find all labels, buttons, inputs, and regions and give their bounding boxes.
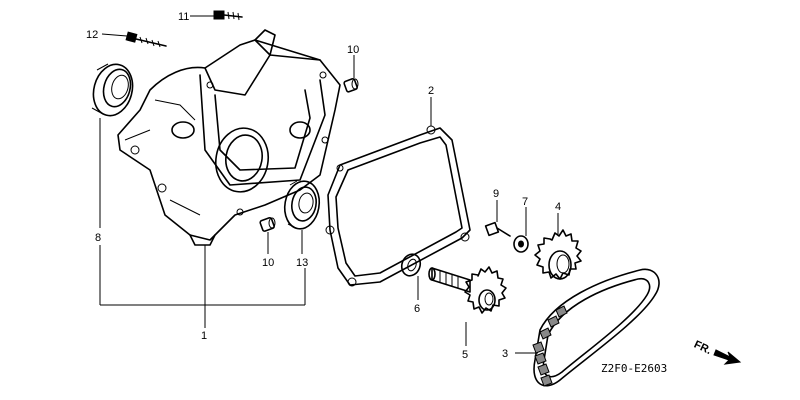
dowel-pin-upper [343,78,359,93]
callout-10-lower: 10 [262,257,274,269]
gasket [325,125,471,287]
callout-5: 5 [462,349,468,361]
direction-label: FR. [692,339,713,357]
callout-7: 7 [522,196,528,208]
ball-bearing [283,180,321,230]
callout-9: 9 [493,188,499,200]
callout-12: 12 [86,29,98,41]
drive-sprocket [534,229,582,280]
bolt-9 [484,221,511,237]
callout-1: 1 [201,330,207,342]
shaft-sprocket [428,266,507,314]
direction-indicator: FR. [692,339,742,365]
arrow-right-down-icon [713,349,742,365]
callout-8: 8 [95,232,101,244]
callout-13: 13 [296,257,308,269]
callout-3: 3 [502,348,508,360]
callout-2: 2 [428,85,434,97]
oil-seal [91,63,134,117]
callout-4: 4 [555,201,561,213]
bolt-11 [213,10,243,21]
washer [400,253,422,277]
dowel-pin-lower [259,217,276,232]
callout-11: 11 [178,11,189,23]
case-cover [117,29,341,246]
bolt-12 [125,31,167,48]
callout-6: 6 [414,303,420,315]
callout-10-upper: 10 [347,44,359,56]
leader-lines [99,15,559,354]
washer-7 [513,235,529,253]
drive-chain [532,268,660,387]
diagram-code: Z2F0-E2603 [601,362,667,375]
